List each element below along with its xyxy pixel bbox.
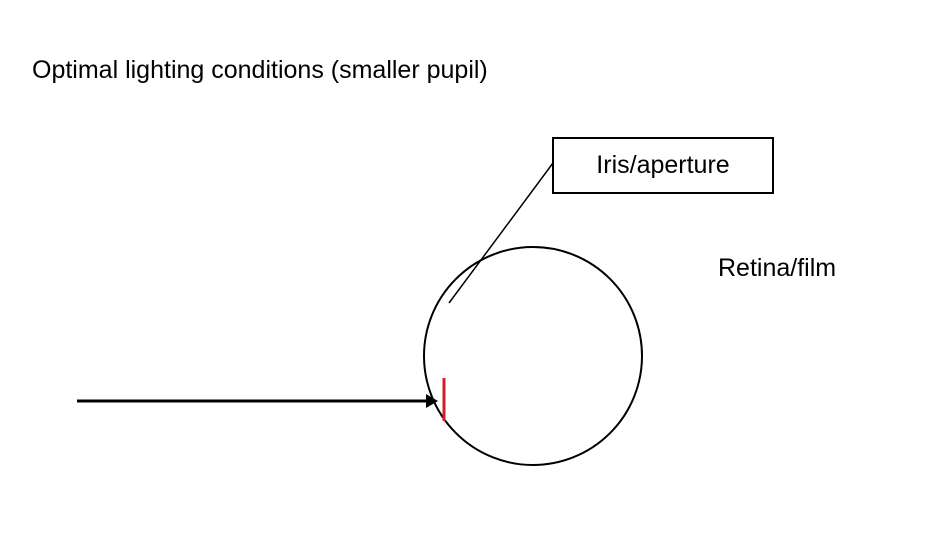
eye-circle [423,246,643,466]
iris-label: Iris/aperture [596,151,730,179]
diagram-title: Optimal lighting conditions (smaller pup… [32,56,488,84]
retina-label: Retina/film [718,254,837,282]
iris-leader-line [448,162,554,304]
arrowhead-icon [426,394,438,408]
iris-label-box: Iris/aperture [552,137,774,194]
